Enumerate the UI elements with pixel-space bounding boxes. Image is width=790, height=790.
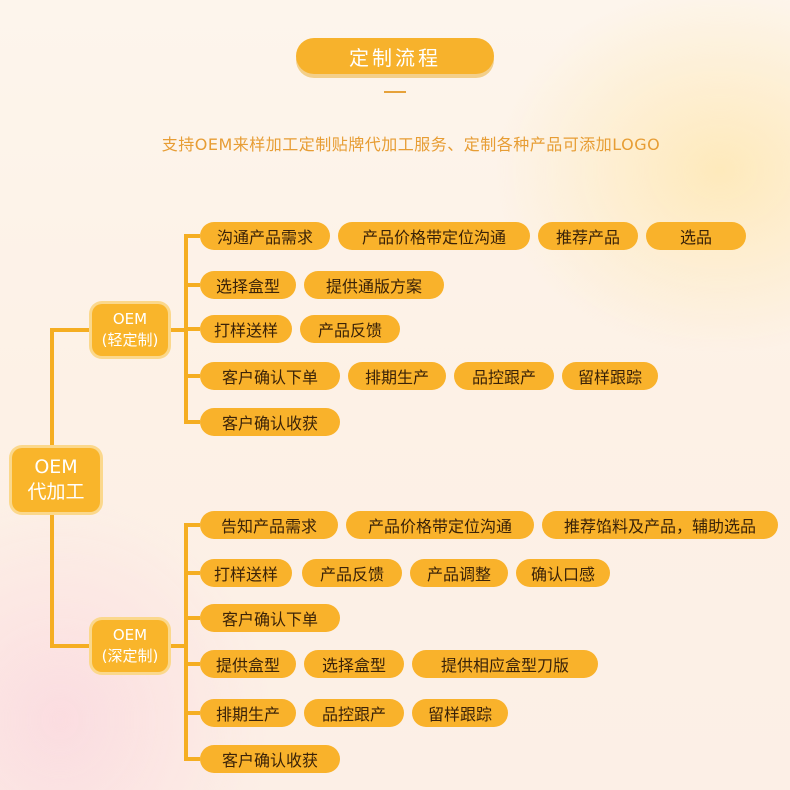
root-to-light-line <box>50 328 92 332</box>
step-node: 确认口感 <box>516 559 610 587</box>
light-node-line1: OEM <box>112 310 148 328</box>
root-node: OEM 代加工 <box>12 448 100 512</box>
light-customization-node: OEM (轻定制) <box>92 304 168 356</box>
light-tick-line <box>184 327 200 331</box>
light-tick-line <box>184 374 200 378</box>
step-node: 提供相应盒型刀版 <box>412 650 598 678</box>
step-node: 排期生产 <box>348 362 446 390</box>
step-node: 推荐产品 <box>538 222 638 250</box>
title-underline <box>384 91 406 93</box>
step-node: 客户确认下单 <box>200 604 340 632</box>
step-node: 产品价格带定位沟通 <box>338 222 530 250</box>
root-node-line1: OEM <box>34 456 78 478</box>
step-node: 客户确认收获 <box>200 408 340 436</box>
deep-tick-line <box>184 662 200 666</box>
page-title: 定制流程 <box>296 38 494 74</box>
step-node: 打样送样 <box>200 315 292 343</box>
deep-tick-line <box>184 523 200 527</box>
deep-tick-line <box>184 711 200 715</box>
light-tick-line <box>184 234 200 238</box>
step-node: 产品反馈 <box>302 559 402 587</box>
step-node: 打样送样 <box>200 559 292 587</box>
root-node-line2: 代加工 <box>27 481 85 503</box>
step-node: 产品价格带定位沟通 <box>346 511 534 539</box>
light-stem-line <box>168 328 188 332</box>
step-node: 留样跟踪 <box>412 699 508 727</box>
step-node: 排期生产 <box>200 699 296 727</box>
step-node: 产品调整 <box>410 559 508 587</box>
page-subtitle: 支持OEM来样加工定制贴牌代加工服务、定制各种产品可添加LOGO <box>161 135 661 154</box>
light-tick-line <box>184 420 200 424</box>
step-node: 告知产品需求 <box>200 511 338 539</box>
deep-stem-line <box>168 644 188 648</box>
deep-tick-line <box>184 616 200 620</box>
step-node: 推荐馅料及产品，辅助选品 <box>542 511 778 539</box>
deep-tick-line <box>184 571 200 575</box>
step-node: 品控跟产 <box>454 362 554 390</box>
step-node: 选择盒型 <box>200 271 296 299</box>
step-node: 提供通版方案 <box>304 271 444 299</box>
step-node: 选择盒型 <box>304 650 404 678</box>
root-to-deep-line <box>50 644 92 648</box>
deep-node-line1: OEM <box>112 626 148 644</box>
step-node: 客户确认下单 <box>200 362 340 390</box>
step-node: 留样跟踪 <box>562 362 658 390</box>
step-node: 客户确认收获 <box>200 745 340 773</box>
light-tick-line <box>184 283 200 287</box>
deep-customization-node: OEM (深定制) <box>92 620 168 672</box>
deep-bracket-line <box>184 523 188 761</box>
step-node: 产品反馈 <box>300 315 400 343</box>
step-node: 品控跟产 <box>304 699 404 727</box>
step-node: 选品 <box>646 222 746 250</box>
deep-node-line2: (深定制) <box>101 647 159 665</box>
step-node: 沟通产品需求 <box>200 222 330 250</box>
light-node-line2: (轻定制) <box>101 331 159 349</box>
deep-tick-line <box>184 757 200 761</box>
step-node: 提供盒型 <box>200 650 296 678</box>
